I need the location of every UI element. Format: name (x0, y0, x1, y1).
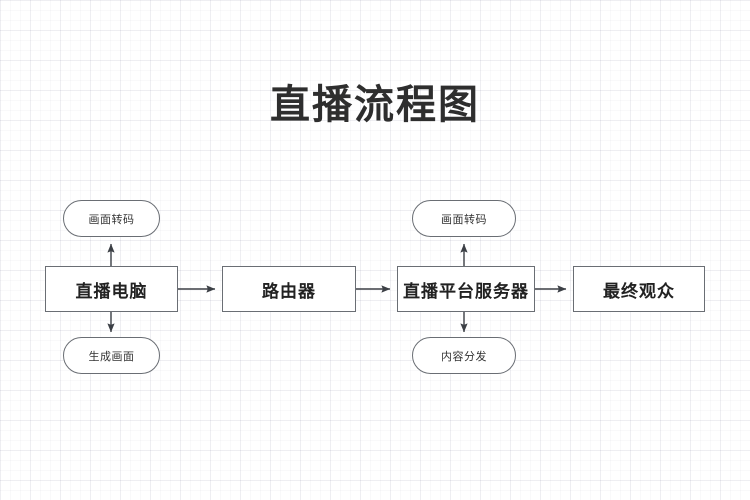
node-content-distribute[interactable]: 内容分发 (412, 337, 516, 374)
node-broadcast-pc[interactable]: 直播电脑 (45, 266, 178, 312)
node-label: 内容分发 (441, 349, 487, 363)
node-pc-transcode[interactable]: 画面转码 (63, 200, 160, 237)
node-label: 直播电脑 (75, 281, 148, 302)
node-label: 画面转码 (441, 212, 487, 226)
page-title: 直播流程图 (270, 82, 480, 128)
node-label: 画面转码 (88, 212, 135, 226)
node-final-viewers[interactable]: 最终观众 (573, 266, 705, 312)
node-label: 直播平台服务器 (403, 281, 529, 302)
node-label: 最终观众 (603, 281, 675, 302)
node-server-transcode[interactable]: 画面转码 (412, 200, 516, 237)
node-pc-capture[interactable]: 生成画面 (63, 337, 160, 374)
node-router[interactable]: 路由器 (222, 266, 356, 312)
node-label: 路由器 (262, 281, 316, 302)
node-label: 生成画面 (88, 349, 135, 363)
node-platform-server[interactable]: 直播平台服务器 (397, 266, 535, 312)
